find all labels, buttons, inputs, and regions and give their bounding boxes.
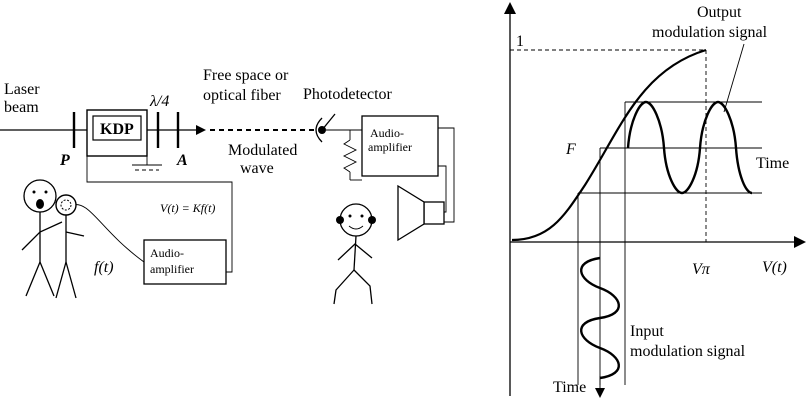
voltage-axis-arrow — [794, 236, 806, 248]
free-space-label-1: Free space or — [203, 67, 289, 84]
input-label-2: modulation signal — [630, 343, 746, 360]
time-axis-right-label: Time — [756, 155, 789, 172]
listener-figure — [333, 203, 376, 305]
input-sine-wave — [580, 256, 620, 380]
modulated-wave-label-1: Modulated — [228, 142, 297, 159]
polarizer-label: P — [59, 152, 70, 169]
transfer-characteristic-plot: 1 V(t) Vπ F Output modulation signal Tim… — [504, 2, 806, 398]
source-amp-label-2: amplifier — [150, 262, 194, 276]
loudspeaker-body — [423, 201, 445, 225]
signal-label: f(t) — [94, 259, 114, 276]
speaker-wire-bottom — [438, 165, 447, 213]
time-axis-down-label: Time — [553, 379, 586, 396]
transfer-curve — [511, 48, 707, 242]
intensity-axis-arrow — [504, 2, 516, 14]
y-tick-one: 1 — [516, 33, 524, 50]
input-label-1: Input — [630, 323, 664, 340]
load-resistor — [342, 139, 358, 173]
kdp-label: KDP — [100, 121, 134, 138]
v-pi-label: Vπ — [692, 261, 711, 278]
receiver-amp-label-2: amplifier — [368, 140, 412, 154]
beam-arrowhead — [196, 125, 206, 135]
analyzer-label: A — [176, 152, 188, 169]
receiver-amp-label-1: Audio- — [370, 126, 404, 140]
operating-point-label: F — [565, 141, 576, 158]
microphone — [55, 194, 85, 299]
photodetector-lens — [315, 117, 323, 143]
output-sine-wave — [626, 100, 753, 195]
drive-voltage-label: V(t) = Kf(t) — [160, 201, 215, 215]
microphone-cable — [71, 204, 145, 263]
kdp-crystal-box — [92, 115, 142, 141]
loudspeaker-cone — [397, 184, 425, 242]
source-amp-label-1: Audio- — [150, 246, 184, 260]
output-label-2: modulation signal — [652, 24, 768, 41]
laser-beam-label-1: Laser — [4, 81, 40, 98]
drive-wire — [86, 170, 233, 273]
photodetector-label: Photodetector — [303, 86, 393, 103]
quarter-wave-label: λ/4 — [149, 93, 169, 110]
photodetector-lead — [321, 113, 336, 131]
speaker-wire-top — [438, 127, 455, 223]
output-label-leader — [723, 43, 745, 113]
receiver-audio-amplifier — [361, 115, 439, 177]
laser-beam-label-2: beam — [4, 99, 39, 116]
talker-figure — [21, 179, 63, 297]
time-axis-down-arrow — [595, 388, 605, 398]
source-audio-amplifier — [143, 239, 227, 285]
free-space-label-2: optical fiber — [203, 87, 281, 104]
voltage-axis-label: V(t) — [762, 259, 787, 276]
modulation-setup: Laser beam P KDP λ/4 A Free space or opt… — [0, 67, 455, 305]
modulated-wave-label-2: wave — [240, 160, 274, 177]
output-label-1: Output — [697, 4, 742, 21]
